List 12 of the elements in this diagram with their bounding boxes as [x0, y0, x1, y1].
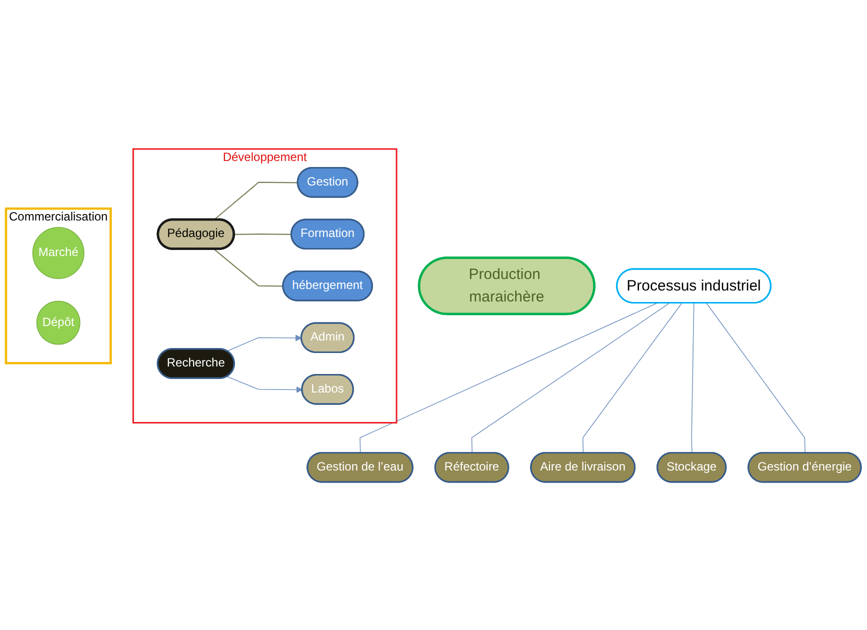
node-circle: Marché — [32, 226, 84, 278]
node-circle: Dépôt — [36, 300, 80, 344]
connector — [214, 248, 284, 286]
arrow — [226, 334, 302, 351]
connector — [214, 181, 298, 220]
connector — [706, 302, 806, 453]
connector — [234, 233, 292, 235]
arrow — [226, 376, 303, 392]
connector — [360, 302, 658, 453]
connector — [582, 302, 682, 453]
connector — [471, 302, 670, 453]
connector — [691, 302, 694, 453]
